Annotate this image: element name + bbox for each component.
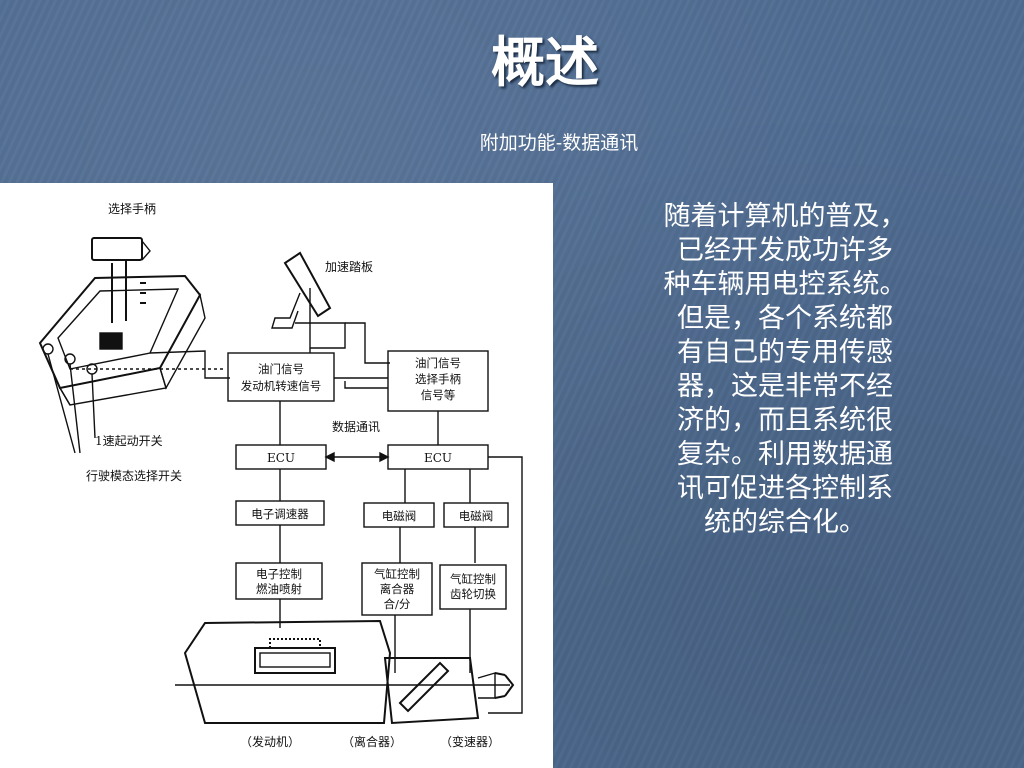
label-throttle-signal-left: 油门信号 (258, 362, 304, 376)
body-line: 统的综合化。 (704, 507, 866, 538)
label-start-switch: 1速起动开关 (95, 434, 163, 448)
label-efi-1: 电子控制 (256, 567, 302, 581)
body-line: 讯可促进各控制系 (677, 473, 893, 504)
slide-title: 概述 (491, 30, 599, 94)
label-solenoid-1: 电磁阀 (382, 509, 417, 523)
body-line: 随着计算机的普及， (663, 201, 907, 232)
label-efi-2: 燃油喷射 (256, 582, 302, 596)
label-clutch-control: 离合器 (380, 582, 415, 596)
body-line: 种车辆用电控系统。 (663, 269, 907, 300)
label-gear-shift: 齿轮切换 (450, 587, 496, 601)
body-line: 济的，而且系统很 (677, 405, 893, 436)
label-throttle-signal-right: 油门信号 (415, 356, 461, 370)
label-select-handle-signal: 选择手柄 (415, 372, 461, 386)
body-line: 但是，各个系统都 (677, 303, 893, 334)
label-accel-pedal: 加速踏板 (325, 260, 373, 274)
label-clutch: （离合器） (342, 734, 402, 749)
label-engine: （发动机） (240, 734, 300, 749)
label-electronic-governor: 电子调速器 (251, 507, 309, 521)
body-line: 已经开发成功许多 (677, 235, 893, 266)
dotted-divider (410, 763, 550, 765)
body-line: 器，这是非常不经 (677, 371, 893, 402)
label-mode-switch: 行驶模态选择开关 (86, 468, 182, 483)
label-cylinder-control-a: 气缸控制 (374, 567, 420, 581)
label-data-communication: 数据通讯 (332, 419, 380, 434)
label-cylinder-control-b: 气缸控制 (450, 572, 496, 586)
label-select-handle: 选择手柄 (108, 202, 156, 216)
label-ecu-left: ECU (267, 451, 295, 465)
slide-subtitle: 附加功能-数据通讯 (479, 132, 639, 154)
label-solenoid-2: 电磁阀 (459, 509, 494, 523)
body-line: 复杂。利用数据通 (677, 439, 893, 470)
label-transmission: （变速器） (440, 734, 500, 749)
data-communication-diagram: 选择手柄 加速踏板 油门信号 发动机转速信号 油门信号 选择手柄 信号等 数据通… (0, 183, 553, 768)
label-engage-disengage: 合/分 (384, 597, 411, 611)
label-ecu-right: ECU (424, 451, 452, 465)
body-paragraph: 随着计算机的普及， 已经开发成功许多 种车辆用电控系统。 但是，各个系统都 有自… (620, 200, 950, 540)
label-signals-etc: 信号等 (421, 388, 456, 402)
body-line: 有自己的专用传感 (677, 337, 893, 368)
label-engine-speed-signal: 发动机转速信号 (241, 379, 322, 393)
